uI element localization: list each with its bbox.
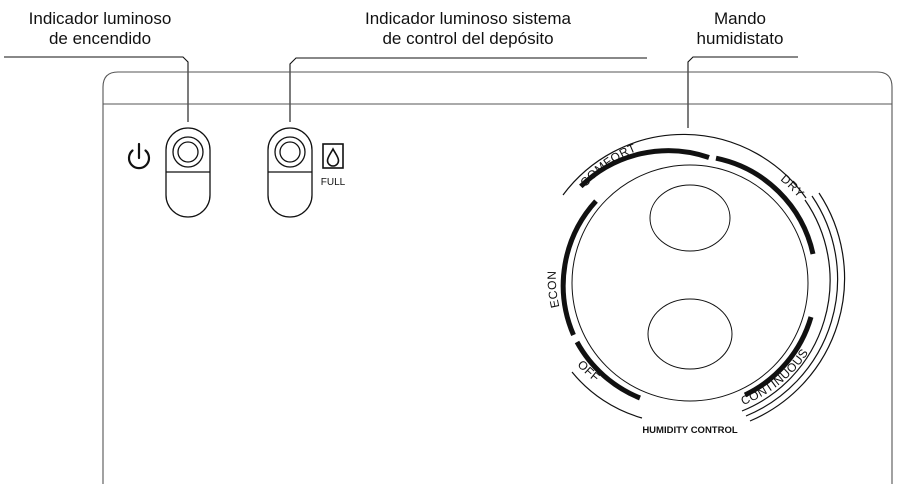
humidity-control-caption: HUMIDITY CONTROL [642, 425, 738, 436]
water-drop-icon [322, 143, 344, 169]
tank-leader-line [289, 57, 647, 122]
tank-indicator-callout: Indicador luminoso sistema de control de… [318, 9, 618, 49]
dial-outer-rings [562, 133, 846, 422]
power-indicator-callout-line1: Indicador luminoso [28, 9, 172, 28]
power-indicator [165, 127, 211, 218]
power-icon [127, 142, 151, 170]
power-indicator-lamp-inner [177, 141, 199, 163]
panel-outline [102, 71, 893, 484]
tank-indicator [267, 127, 313, 218]
humidistat-knob[interactable] [571, 164, 809, 402]
power-indicator-callout: Indicador luminoso de encendido [2, 9, 198, 49]
power-indicator-callout-line2: de encendido [48, 29, 152, 48]
control-panel [102, 71, 893, 484]
dial-upper-grip [649, 184, 731, 252]
power-indicator-lamp-outer [172, 136, 204, 168]
dial-lower-grip [647, 298, 733, 370]
power-leader-line [4, 56, 189, 122]
humidistat-callout-line1: Mando [714, 9, 766, 28]
dial-face [571, 164, 809, 402]
tank-indicator-lamp-outer [274, 136, 306, 168]
humidistat-callout-line2: humidistato [696, 29, 784, 48]
dial-scale-bars [560, 148, 816, 401]
tank-indicator-callout-line2: de control del depósito [382, 29, 554, 48]
tank-indicator-callout-line1: Indicador luminoso sistema [365, 9, 571, 28]
full-label: FULL [321, 177, 346, 188]
humidistat-leader-line [687, 56, 798, 128]
tank-indicator-lamp-inner [279, 141, 301, 163]
humidistat-callout: Mando humidistato [680, 9, 800, 49]
leader-lines [4, 56, 798, 128]
dial-setting-econ: ECON [545, 271, 563, 310]
